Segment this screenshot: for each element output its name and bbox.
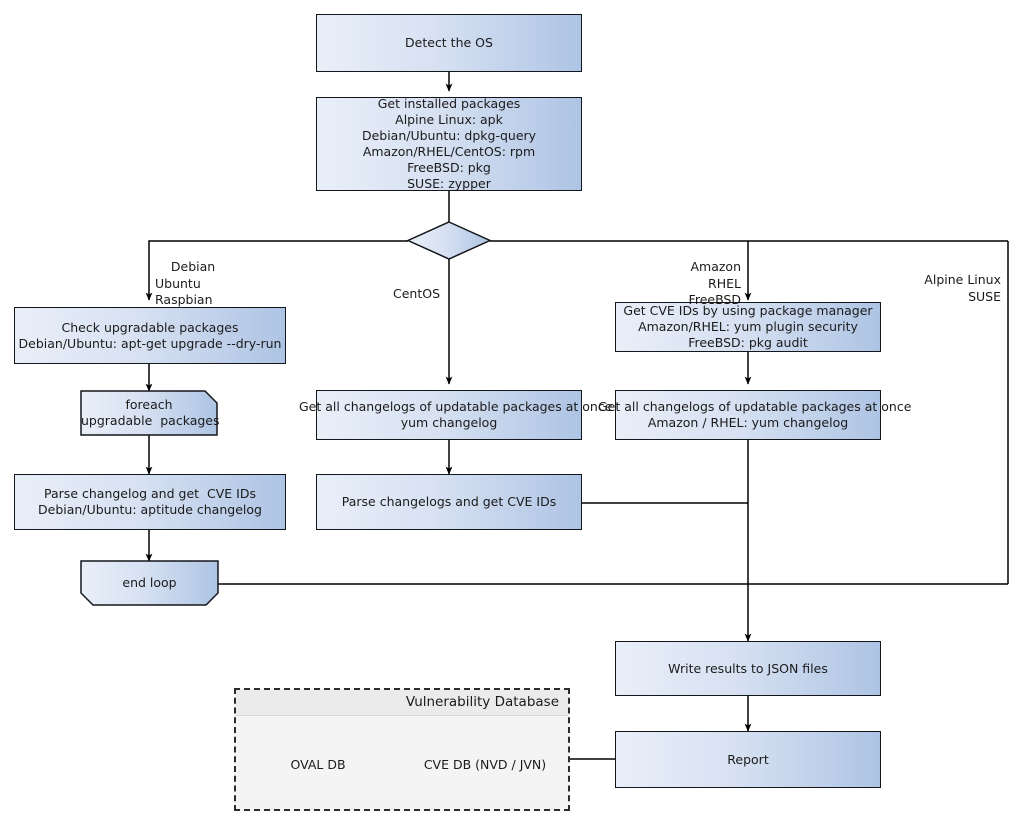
decision-diamond	[406, 221, 492, 260]
node-report[interactable]: Report	[615, 731, 881, 788]
edge-decision-left	[145, 240, 408, 301]
endloop-shape	[80, 560, 219, 606]
node-detect-the-os[interactable]: Detect the OS	[316, 14, 582, 72]
node-end-loop[interactable]: end loop	[81, 561, 218, 605]
branch-label-alpine: Alpine Linux SUSE	[924, 272, 1001, 304]
node-get-changelogs-rhel[interactable]: Get all changelogs of updatable packages…	[598, 390, 911, 440]
vulnerability-database-title: Vulnerability Database	[236, 690, 568, 716]
node-foreach-upgradable-packages-label: foreach upgradable packages	[81, 397, 220, 428]
node-report-label: Report	[727, 751, 769, 767]
node-get-changelogs-centos[interactable]: Get all changelogs of updatable packages…	[299, 390, 612, 440]
node-check-upgradable-packages[interactable]: Check upgradable packages Debian/Ubuntu:…	[14, 307, 286, 364]
node-get-installed-packages-label: Get installed packages Alpine Linux: apk…	[361, 96, 537, 191]
node-write-results-to-json[interactable]: Write results to JSON files	[615, 641, 881, 696]
node-detect-the-os-label: Detect the OS	[405, 35, 493, 50]
node-get-cve-ids-package-manager-label: Get CVE IDs by using package manager Ama…	[623, 303, 873, 350]
foreach-shape	[80, 390, 218, 436]
database-cve-db[interactable]: CVE DB (NVD / JVN)	[413, 732, 557, 790]
database-cve-db-label: CVE DB (NVD / JVN)	[423, 756, 547, 772]
vulnerability-database-group: Vulnerability Database	[234, 688, 570, 811]
node-parse-changelogs-centos[interactable]: Parse changelogs and get CVE IDs	[316, 474, 582, 530]
node-parse-changelog-debian[interactable]: Parse changelog and get CVE IDs Debian/U…	[14, 474, 286, 530]
database-oval-db[interactable]: OVAL DB	[250, 732, 386, 790]
node-check-upgradable-packages-label: Check upgradable packages Debian/Ubuntu:…	[18, 319, 282, 351]
node-parse-changelogs-centos-label: Parse changelogs and get CVE IDs	[341, 494, 557, 509]
node-get-cve-ids-package-manager[interactable]: Get CVE IDs by using package manager Ama…	[615, 302, 881, 352]
node-get-changelogs-rhel-label: Get all changelogs of updatable packages…	[598, 399, 912, 430]
branch-label-amazon: Amazon RHEL FreeBSD	[688, 259, 741, 307]
node-foreach-upgradable-packages[interactable]: foreach upgradable packages	[81, 391, 220, 435]
branch-label-debian: Debian Ubuntu Raspbian	[155, 259, 216, 307]
node-end-loop-label: end loop	[122, 575, 177, 590]
database-oval-db-label: OVAL DB	[290, 756, 346, 772]
node-get-changelogs-centos-label: Get all changelogs of updatable packages…	[299, 399, 613, 430]
node-parse-changelog-debian-label: Parse changelog and get CVE IDs Debian/U…	[38, 486, 262, 517]
node-write-results-to-json-label: Write results to JSON files	[668, 660, 828, 676]
node-get-installed-packages[interactable]: Get installed packages Alpine Linux: apk…	[316, 96, 582, 191]
branch-label-centos: CentOS	[392, 286, 440, 302]
